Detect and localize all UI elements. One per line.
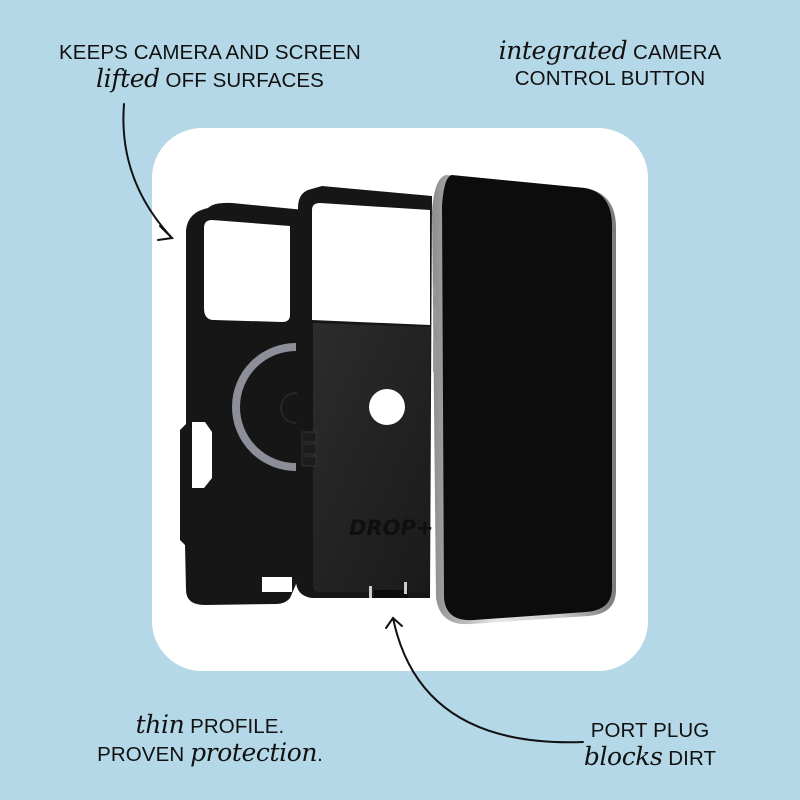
caption-text: PROFILE. bbox=[184, 715, 285, 738]
caption-line: blocks DIRT bbox=[560, 744, 740, 772]
caption-thin-profile: thin PROFILE. PROVEN protection. bbox=[60, 712, 360, 768]
drop-plus-branding: DROP+ bbox=[349, 516, 433, 540]
caption-text: . bbox=[317, 743, 323, 766]
caption-text: PROVEN bbox=[97, 743, 191, 766]
phone-screen bbox=[442, 175, 612, 621]
caption-line: CONTROL BUTTON bbox=[514, 67, 706, 90]
caption-emphasis: blocks bbox=[583, 742, 663, 771]
outer-shell-case bbox=[180, 202, 356, 605]
caption-emphasis: protection bbox=[190, 738, 318, 767]
caption-line: PORT PLUG bbox=[590, 719, 710, 742]
caption-text: OFF SURFACES bbox=[159, 69, 324, 92]
caption-line: lifted OFF SURFACES bbox=[40, 66, 380, 94]
phone bbox=[432, 175, 616, 625]
arrow-head-outer-shell bbox=[157, 225, 175, 241]
caption-line: PROVEN protection. bbox=[60, 740, 360, 768]
caption-text: DIRT bbox=[662, 747, 717, 770]
caption-text: CAMERA bbox=[627, 41, 722, 64]
caption-emphasis: thin bbox=[135, 710, 185, 739]
arrow-head-port-plug bbox=[385, 616, 403, 629]
caption-line: KEEPS CAMERA AND SCREEN bbox=[59, 41, 361, 64]
annotation-arrows bbox=[122, 103, 584, 744]
caption-line: thin PROFILE. bbox=[60, 712, 360, 740]
arrow-to-port-plug bbox=[392, 617, 584, 744]
caption-camera-screen-lifted: KEEPS CAMERA AND SCREEN lifted OFF SURFA… bbox=[40, 40, 380, 94]
caption-camera-control-button: integrated CAMERA CONTROL BUTTON bbox=[480, 38, 740, 92]
caption-emphasis: lifted bbox=[96, 64, 160, 93]
caption-line: integrated CAMERA bbox=[480, 38, 740, 66]
arrow-to-outer-shell bbox=[122, 103, 173, 239]
inner-slipcover-case: DROP+ bbox=[296, 186, 433, 598]
caption-port-plug: PORT PLUG blocks DIRT bbox=[560, 718, 740, 772]
caption-emphasis: integrated bbox=[498, 36, 628, 65]
